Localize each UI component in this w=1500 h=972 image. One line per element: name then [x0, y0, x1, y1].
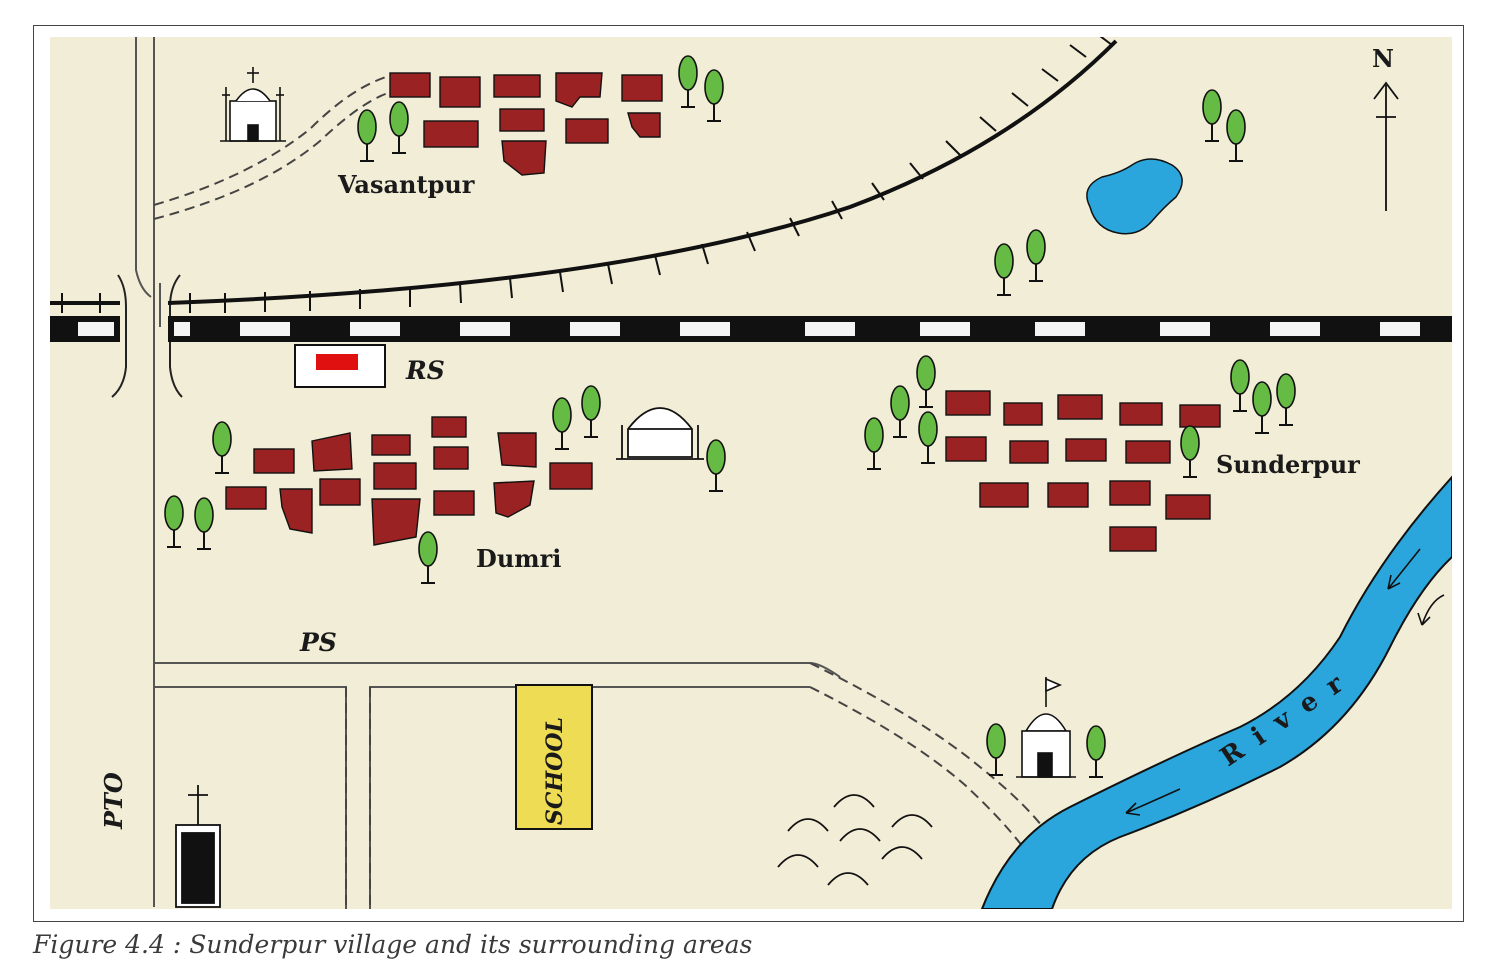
north-label: N	[1372, 44, 1394, 73]
pond	[1086, 158, 1183, 235]
railway-station	[294, 344, 386, 388]
vasantpur-label: Vasantpur	[337, 170, 475, 199]
north-arrow-icon	[1373, 81, 1399, 211]
river	[980, 475, 1452, 909]
dumri-houses	[225, 416, 593, 546]
dumri-label: Dumri	[476, 544, 561, 573]
village-map: N Vasantpur RS Dumri Sunderpur PS PTO SC…	[50, 37, 1452, 909]
sunderpur-label: Sunderpur	[1216, 450, 1360, 479]
ps-label: PS	[299, 628, 337, 657]
grave-icon	[175, 785, 221, 908]
school-label: SCHOOL	[542, 717, 568, 825]
sunderpur-houses	[945, 390, 1221, 552]
temple-icon	[1016, 677, 1076, 778]
school-building	[515, 684, 593, 830]
dashed-paths	[153, 76, 1051, 909]
railway-main	[50, 316, 1452, 342]
church-icon	[220, 67, 286, 142]
field-arcs	[777, 794, 933, 886]
railway-curve	[50, 37, 1118, 313]
figure-caption: Figure 4.4 : Sunderpur village and its s…	[33, 930, 753, 959]
mosque-icon	[616, 407, 704, 460]
rs-label: RS	[405, 356, 445, 385]
vasantpur-houses	[389, 72, 663, 176]
pto-label: PTO	[99, 772, 128, 830]
